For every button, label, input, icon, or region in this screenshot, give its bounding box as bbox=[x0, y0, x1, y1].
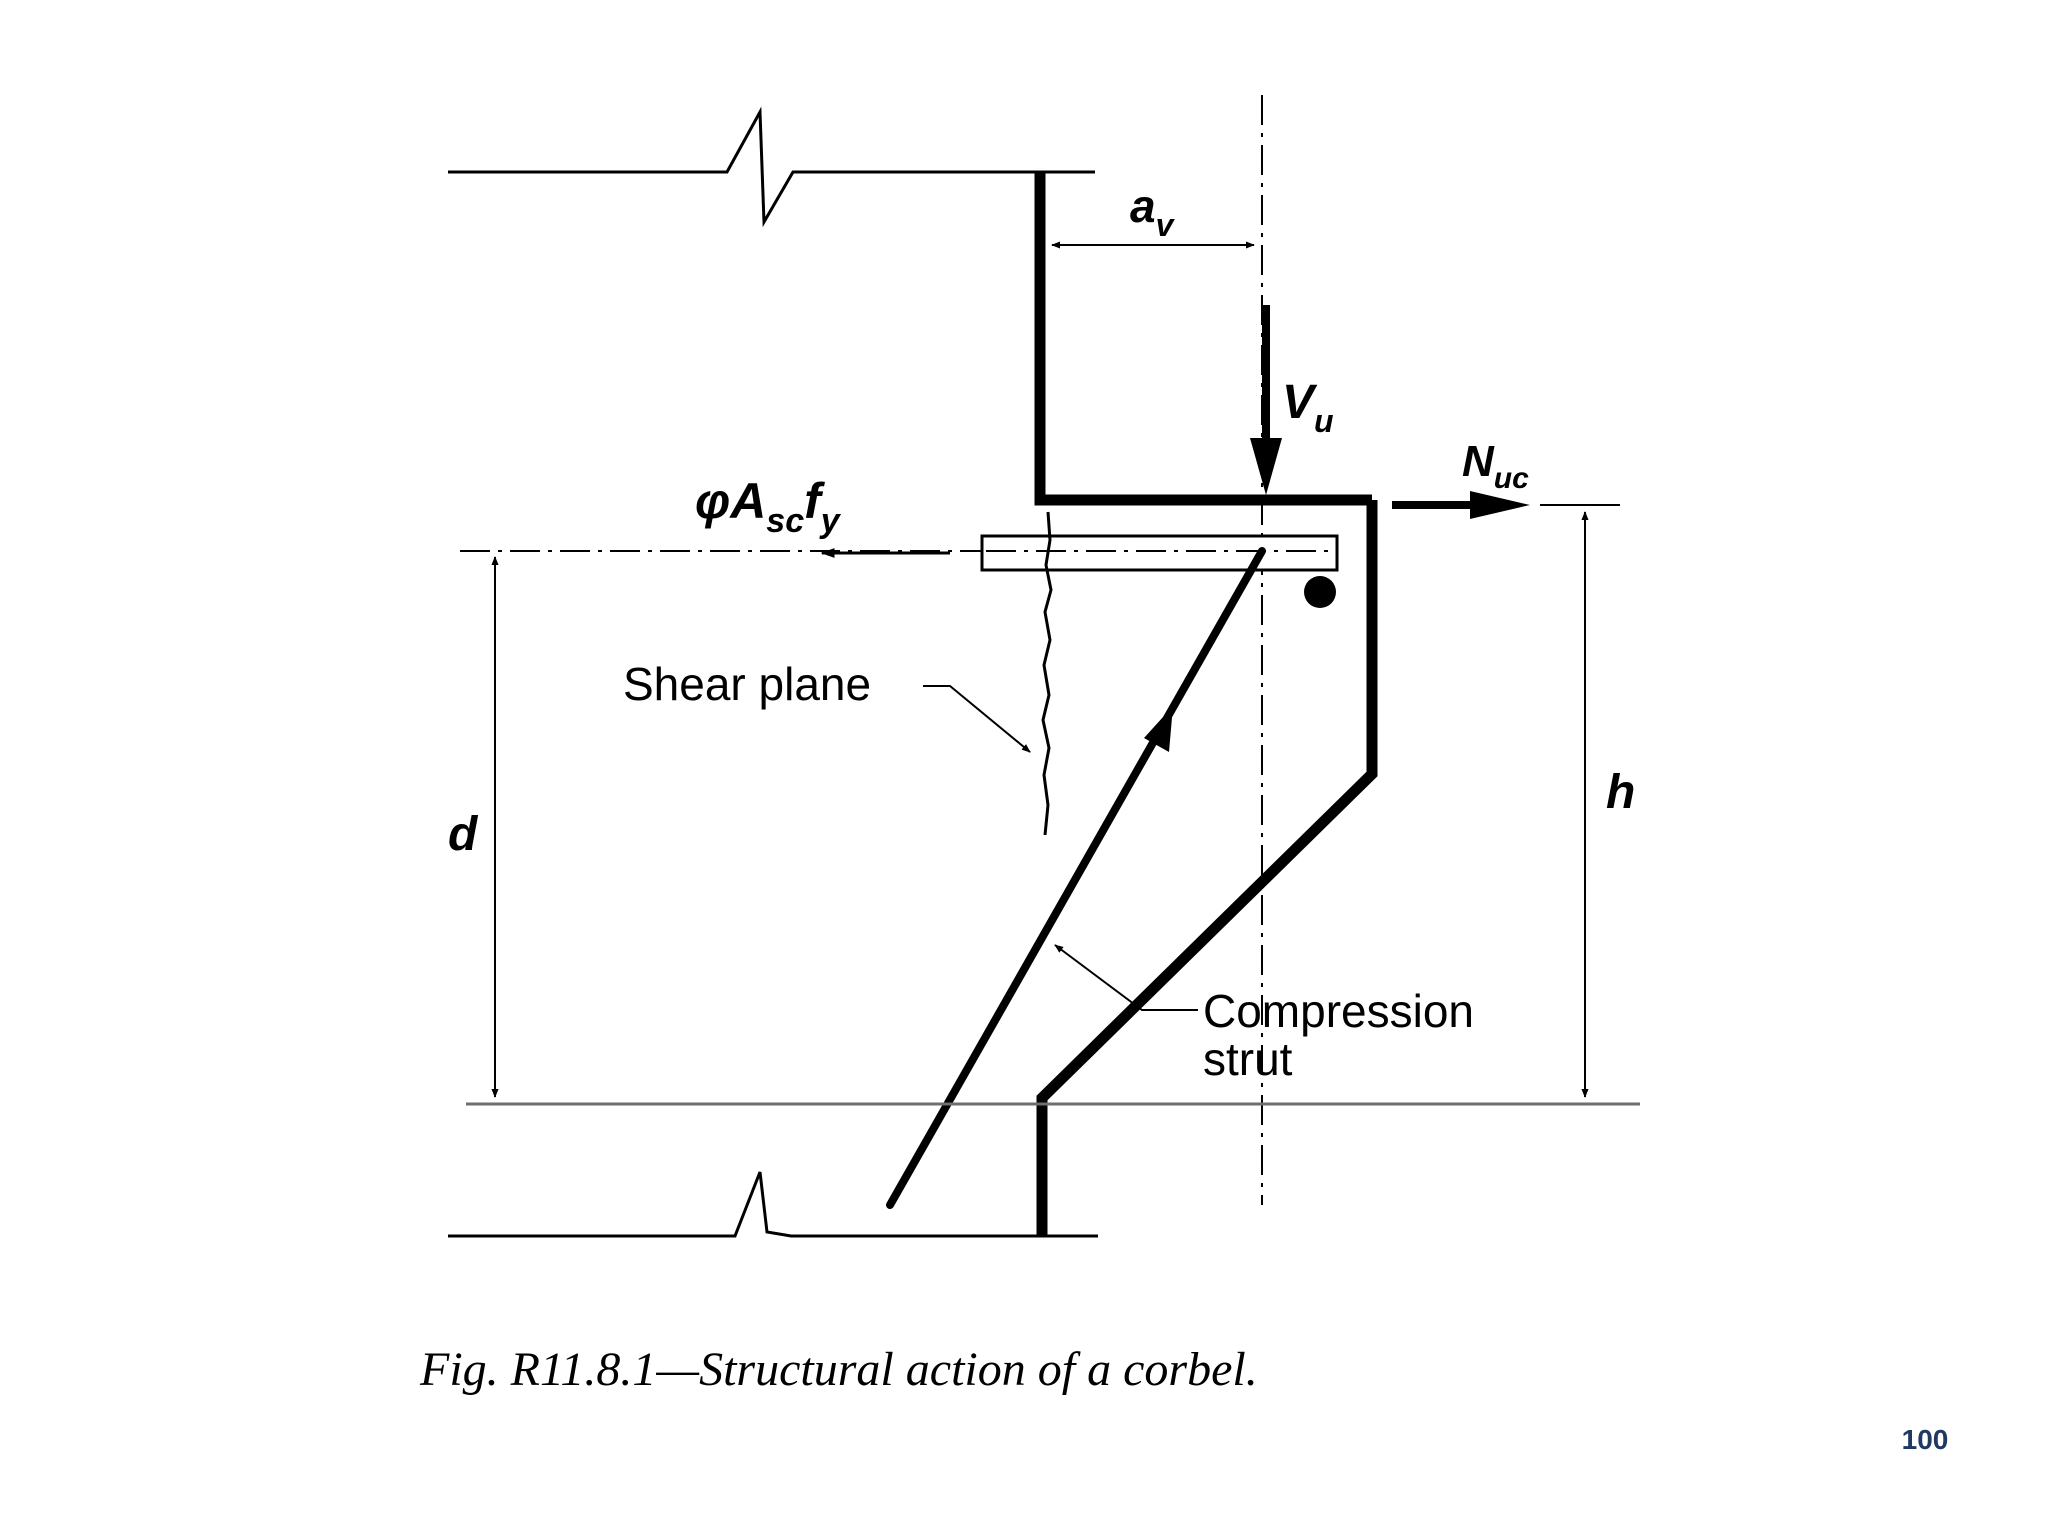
shear-plane-line bbox=[1041, 511, 1053, 836]
nuc-arrowhead bbox=[1470, 491, 1530, 519]
label-compression-strut-1: Compression bbox=[1203, 985, 1474, 1037]
label-d: d bbox=[448, 808, 479, 861]
anchor-bar bbox=[1304, 576, 1336, 608]
primary-tie-bar bbox=[980, 534, 1339, 572]
compression-strut bbox=[886, 547, 1266, 1209]
page-number: 100 bbox=[1901, 1424, 1949, 1455]
bottom-break-line bbox=[448, 1171, 1098, 1238]
corbel-outline bbox=[1036, 500, 1378, 1236]
label-h: h bbox=[1606, 766, 1635, 819]
figure-caption: Fig. R11.8.1—Structural action of a corb… bbox=[419, 1343, 1258, 1396]
column-face-upper bbox=[1034, 172, 1372, 506]
label-a-v: av bbox=[1130, 180, 1176, 243]
compression-leader bbox=[1054, 944, 1198, 1011]
shear-plane-leader bbox=[923, 685, 1031, 753]
top-break-line bbox=[448, 106, 1095, 228]
label-v-u: Vu bbox=[1282, 376, 1334, 439]
label-n-uc: Nuc bbox=[1462, 437, 1529, 495]
vu-arrowhead bbox=[1250, 438, 1282, 495]
label-compression-strut-2: strut bbox=[1203, 1033, 1293, 1085]
label-phi-asc-fy: φAscfy bbox=[695, 473, 842, 540]
label-shear-plane: Shear plane bbox=[623, 658, 871, 710]
strut-arrowhead bbox=[1144, 706, 1173, 752]
